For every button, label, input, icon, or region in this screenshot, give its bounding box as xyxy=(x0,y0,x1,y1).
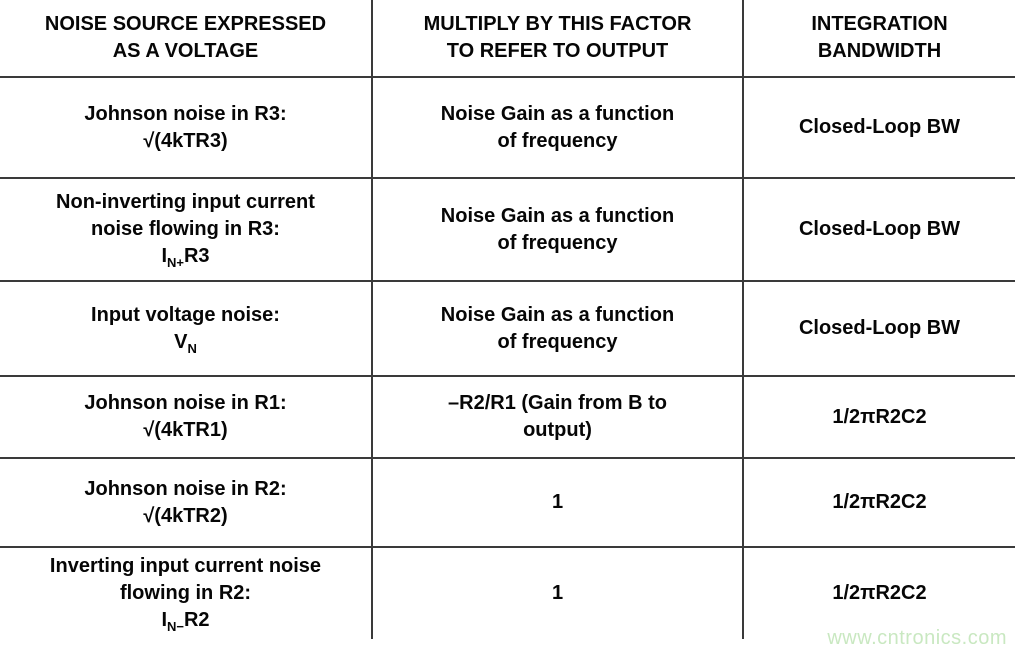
factor-text: 1 xyxy=(551,491,564,513)
table-row: Input voltage noise: VN Noise Gain as a … xyxy=(0,282,1015,377)
noise-source-cell: Johnson noise in R3: √(4kTR3) xyxy=(0,78,373,177)
bandwidth-cell: Closed-Loop BW xyxy=(744,282,1015,375)
source-description: Non-inverting input current xyxy=(56,191,315,213)
table-row: Inverting input current noise flowing in… xyxy=(0,548,1015,639)
source-formula: VN xyxy=(174,330,197,356)
factor-cell: 1 xyxy=(373,459,744,546)
header-label: AS A VOLTAGE xyxy=(112,40,259,62)
noise-source-cell: Inverting input current noise flowing in… xyxy=(0,548,373,639)
bandwidth-cell: 1/2πR2C2 xyxy=(744,548,1015,639)
source-formula: IN+R3 xyxy=(161,245,210,270)
bandwidth-cell: Closed-Loop BW xyxy=(744,78,1015,177)
table-row: Johnson noise in R2: √(4kTR2) 1 1/2πR2C2 xyxy=(0,459,1015,548)
factor-text: Noise Gain as a function xyxy=(440,303,675,326)
source-description: Input voltage noise: xyxy=(91,303,280,326)
bandwidth-cell: Closed-Loop BW xyxy=(744,179,1015,280)
header-label: NOISE SOURCE EXPRESSED xyxy=(44,13,327,35)
header-label: TO REFER TO OUTPUT xyxy=(446,40,669,62)
table-row: Johnson noise in R1: √(4kTR1) –R2/R1 (Ga… xyxy=(0,377,1015,459)
source-description: Johnson noise in R1: xyxy=(84,392,287,414)
bandwidth-cell: 1/2πR2C2 xyxy=(744,459,1015,546)
watermark: www.cntronics.com xyxy=(827,627,1007,649)
factor-text: of frequency xyxy=(497,330,618,353)
factor-cell: –R2/R1 (Gain from B to output) xyxy=(373,377,744,457)
noise-source-cell: Input voltage noise: VN xyxy=(0,282,373,375)
bandwidth-text: 1/2πR2C2 xyxy=(832,582,927,604)
column-header-multiply-factor: MULTIPLY BY THIS FACTOR TO REFER TO OUTP… xyxy=(373,0,744,76)
header-label: MULTIPLY BY THIS FACTOR xyxy=(423,13,692,35)
factor-text: output) xyxy=(523,419,592,441)
source-description: Johnson noise in R3: xyxy=(84,102,287,125)
factor-text: 1 xyxy=(551,582,564,604)
source-formula: √(4kTR1) xyxy=(143,419,228,441)
factor-text: of frequency xyxy=(497,231,618,254)
bandwidth-cell: 1/2πR2C2 xyxy=(744,377,1015,457)
bandwidth-text: 1/2πR2C2 xyxy=(832,405,927,428)
factor-text: of frequency xyxy=(497,129,618,152)
noise-source-cell: Johnson noise in R2: √(4kTR2) xyxy=(0,459,373,546)
source-description: Johnson noise in R2: xyxy=(84,477,287,500)
column-header-integration-bandwidth: INTEGRATION BANDWIDTH xyxy=(744,0,1015,76)
bandwidth-text: Closed-Loop BW xyxy=(798,317,961,339)
source-formula: IN−R2 xyxy=(161,609,210,634)
factor-text: –R2/R1 (Gain from B to xyxy=(448,392,667,414)
noise-source-cell: Johnson noise in R1: √(4kTR1) xyxy=(0,377,373,457)
table-row: Johnson noise in R3: √(4kTR3) Noise Gain… xyxy=(0,78,1015,179)
noise-analysis-table: NOISE SOURCE EXPRESSED AS A VOLTAGE MULT… xyxy=(0,0,1015,639)
header-label: BANDWIDTH xyxy=(817,40,942,62)
factor-text: Noise Gain as a function xyxy=(440,204,675,227)
noise-source-cell: Non-inverting input current noise flowin… xyxy=(0,179,373,280)
factor-cell: Noise Gain as a function of frequency xyxy=(373,179,744,280)
source-description: Inverting input current noise xyxy=(49,555,322,577)
table-row: Non-inverting input current noise flowin… xyxy=(0,179,1015,282)
header-row: NOISE SOURCE EXPRESSED AS A VOLTAGE MULT… xyxy=(0,0,1015,78)
source-formula: √(4kTR2) xyxy=(143,504,228,527)
factor-cell: Noise Gain as a function of frequency xyxy=(373,282,744,375)
bandwidth-text: 1/2πR2C2 xyxy=(832,491,927,513)
source-formula: √(4kTR3) xyxy=(143,129,228,152)
bandwidth-text: Closed-Loop BW xyxy=(798,116,961,138)
source-description: flowing in R2: xyxy=(119,582,252,604)
factor-text: Noise Gain as a function xyxy=(440,102,675,125)
factor-cell: Noise Gain as a function of frequency xyxy=(373,78,744,177)
source-description: noise flowing in R3: xyxy=(91,218,280,240)
header-label: INTEGRATION xyxy=(811,13,948,35)
factor-cell: 1 xyxy=(373,548,744,639)
bandwidth-text: Closed-Loop BW xyxy=(798,218,961,240)
column-header-noise-source: NOISE SOURCE EXPRESSED AS A VOLTAGE xyxy=(0,0,373,76)
